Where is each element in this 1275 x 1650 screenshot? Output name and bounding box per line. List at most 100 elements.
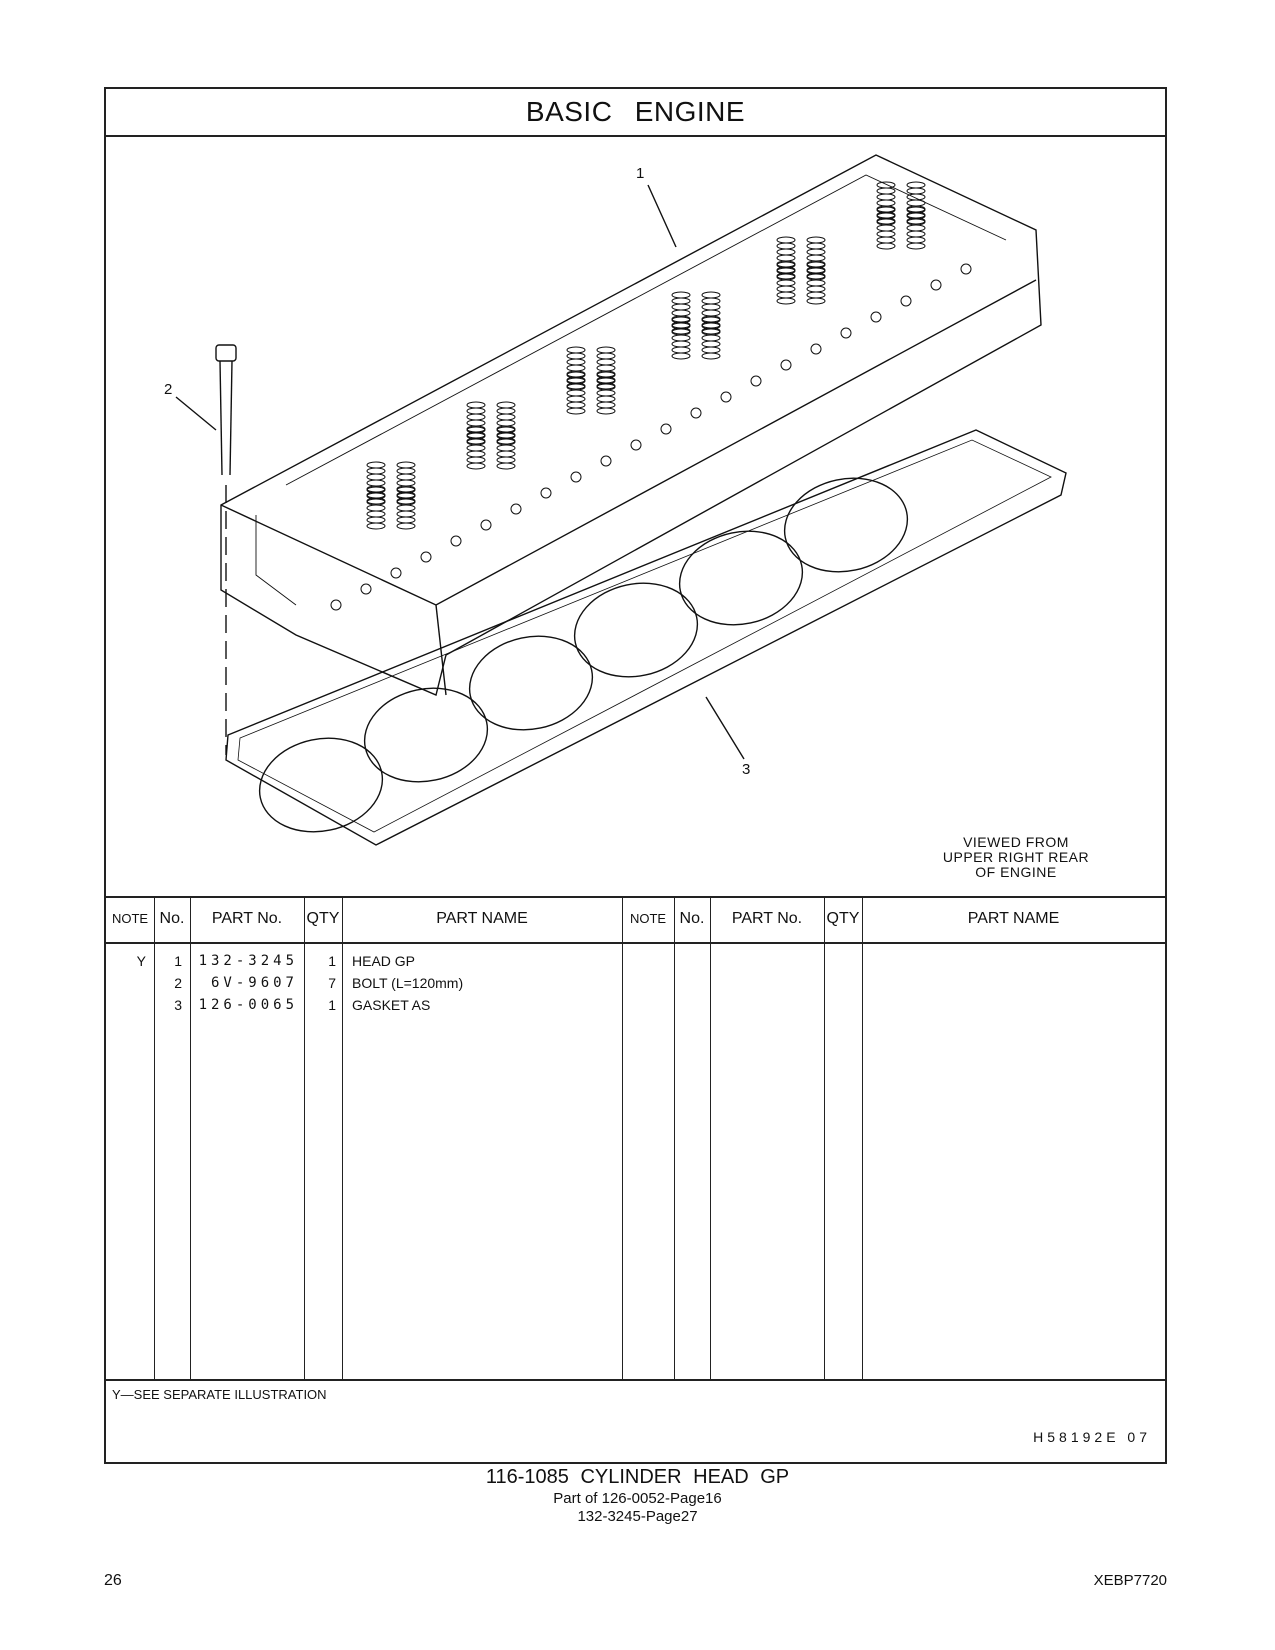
header-qty: QTY bbox=[306, 910, 340, 927]
bolt-hole bbox=[900, 295, 912, 307]
header-qty-2: QTY bbox=[826, 910, 860, 927]
caption-line-2: Part of 126-0052-Page16 bbox=[553, 1490, 722, 1507]
parts-table: NOTE No. PART No. QTY PART NAME NOTE No.… bbox=[106, 896, 1165, 1379]
callout-2-leader bbox=[175, 396, 217, 431]
valve-spring-drawing bbox=[876, 206, 896, 250]
column-divider bbox=[304, 896, 305, 1379]
page-number: 26 bbox=[104, 1572, 122, 1589]
callout-3: 3 bbox=[742, 761, 751, 778]
gasket-bore bbox=[783, 477, 909, 573]
head-gasket-drawing bbox=[225, 429, 1067, 846]
valve-spring-drawing bbox=[366, 486, 386, 530]
row-part-no: 6V-9607 bbox=[210, 975, 298, 991]
row-qty: 1 bbox=[328, 997, 336, 1013]
bolt-hole bbox=[570, 471, 582, 483]
valve-spring-drawing bbox=[906, 206, 926, 250]
valve-spring-drawing bbox=[776, 236, 796, 280]
footnote: Y—SEE SEPARATE ILLUSTRATION bbox=[112, 1387, 327, 1402]
column-divider bbox=[190, 896, 191, 1379]
header-part-no: PART No. bbox=[211, 910, 283, 927]
caption-main: 116-1085 CYLINDER HEAD GP bbox=[485, 1466, 790, 1488]
gasket-bore bbox=[258, 737, 384, 833]
bolt-hole bbox=[420, 551, 432, 563]
column-divider bbox=[862, 896, 863, 1379]
callout-1: 1 bbox=[636, 165, 645, 182]
bolt-hole bbox=[750, 375, 762, 387]
document-id: XEBP7720 bbox=[1093, 1572, 1167, 1589]
header-note-2: NOTE bbox=[629, 911, 667, 926]
header-no: No. bbox=[159, 910, 185, 927]
valve-spring-drawing bbox=[466, 426, 486, 470]
bolt-hole bbox=[600, 455, 612, 467]
caption-line-3: 132-3245-Page27 bbox=[577, 1508, 698, 1525]
bolt-hole bbox=[360, 583, 372, 595]
bolt-hole bbox=[390, 567, 402, 579]
callout-3-leader bbox=[705, 696, 745, 760]
gasket-bore bbox=[363, 687, 489, 783]
row-note: Y bbox=[136, 953, 146, 969]
row-no: 2 bbox=[174, 975, 182, 991]
bolt-hole bbox=[720, 391, 732, 403]
gasket-bore bbox=[468, 635, 594, 731]
valve-spring-drawing bbox=[671, 316, 691, 360]
callout-2: 2 bbox=[164, 381, 173, 398]
cylinder-head-drawing bbox=[175, 154, 1067, 846]
row-qty: 7 bbox=[328, 975, 336, 991]
parts-table-header: NOTE No. PART No. QTY PART NAME NOTE No.… bbox=[106, 896, 1165, 944]
valve-spring-drawing bbox=[566, 371, 586, 415]
row-part-name: HEAD GP bbox=[352, 953, 416, 969]
bolt-hole bbox=[810, 343, 822, 355]
bolt-drawing bbox=[215, 344, 237, 755]
column-divider bbox=[674, 896, 675, 1379]
column-divider bbox=[824, 896, 825, 1379]
valve-spring-drawing bbox=[776, 261, 796, 305]
bolt-hole bbox=[450, 535, 462, 547]
table-row: Y 1 132-3245 1 HEAD GP bbox=[106, 950, 1165, 972]
parts-page-frame: BASIC ENGINE bbox=[104, 87, 1167, 1464]
bolt-hole bbox=[960, 263, 972, 275]
header-part-name: PART NAME bbox=[436, 910, 528, 927]
valve-spring-drawing bbox=[596, 371, 616, 415]
cylinder-head-drawing-body bbox=[220, 154, 1042, 696]
column-divider bbox=[710, 896, 711, 1379]
bolt-hole bbox=[840, 327, 852, 339]
bolt-hole bbox=[510, 503, 522, 515]
page-title: BASIC ENGINE bbox=[106, 89, 1165, 137]
valve-spring-drawing bbox=[806, 261, 826, 305]
table-row: 2 6V-9607 7 BOLT (L=120mm) bbox=[106, 972, 1165, 994]
row-part-no: 126-0065 bbox=[198, 997, 298, 1013]
view-note-line: VIEWED FROM bbox=[963, 834, 1069, 850]
column-divider bbox=[154, 896, 155, 1379]
view-note-line: UPPER RIGHT REAR bbox=[942, 849, 1090, 865]
view-note: VIEWED FROM UPPER RIGHT REAR OF ENGINE bbox=[906, 835, 1126, 880]
header-part-name-2: PART NAME bbox=[967, 910, 1060, 927]
bolt-hole bbox=[330, 599, 342, 611]
row-no: 3 bbox=[174, 997, 182, 1013]
valve-spring-drawing bbox=[496, 426, 516, 470]
column-divider bbox=[342, 896, 343, 1379]
gasket-bore bbox=[678, 530, 804, 626]
header-note: NOTE bbox=[111, 911, 149, 926]
exploded-view-illustration: 1 2 3 VIEWED FROM UPPER RIGHT REAR OF EN… bbox=[106, 135, 1165, 898]
header-no-2: No. bbox=[679, 910, 705, 927]
bolt-hole bbox=[540, 487, 552, 499]
bolt-hole bbox=[780, 359, 792, 371]
bolt-hole bbox=[630, 439, 642, 451]
bolt-hole bbox=[690, 407, 702, 419]
row-qty: 1 bbox=[328, 953, 336, 969]
valve-spring-drawing bbox=[701, 316, 721, 360]
bolt-hole bbox=[930, 279, 942, 291]
row-no: 1 bbox=[174, 953, 182, 969]
gasket-bore bbox=[573, 582, 699, 678]
callout-1-leader bbox=[647, 184, 677, 248]
table-row: 3 126-0065 1 GASKET AS bbox=[106, 994, 1165, 1016]
header-part-no-2: PART No. bbox=[731, 910, 803, 927]
column-divider bbox=[622, 896, 623, 1379]
bolt-hole bbox=[870, 311, 882, 323]
row-part-no: 132-3245 bbox=[198, 953, 298, 969]
row-part-name: BOLT (L=120mm) bbox=[352, 975, 464, 991]
footnote-area: Y—SEE SEPARATE ILLUSTRATION H58192E 07 bbox=[106, 1379, 1165, 1466]
view-note-line: OF ENGINE bbox=[975, 864, 1057, 880]
bolt-hole bbox=[480, 519, 492, 531]
illustration-code: H58192E 07 bbox=[1033, 1429, 1151, 1445]
